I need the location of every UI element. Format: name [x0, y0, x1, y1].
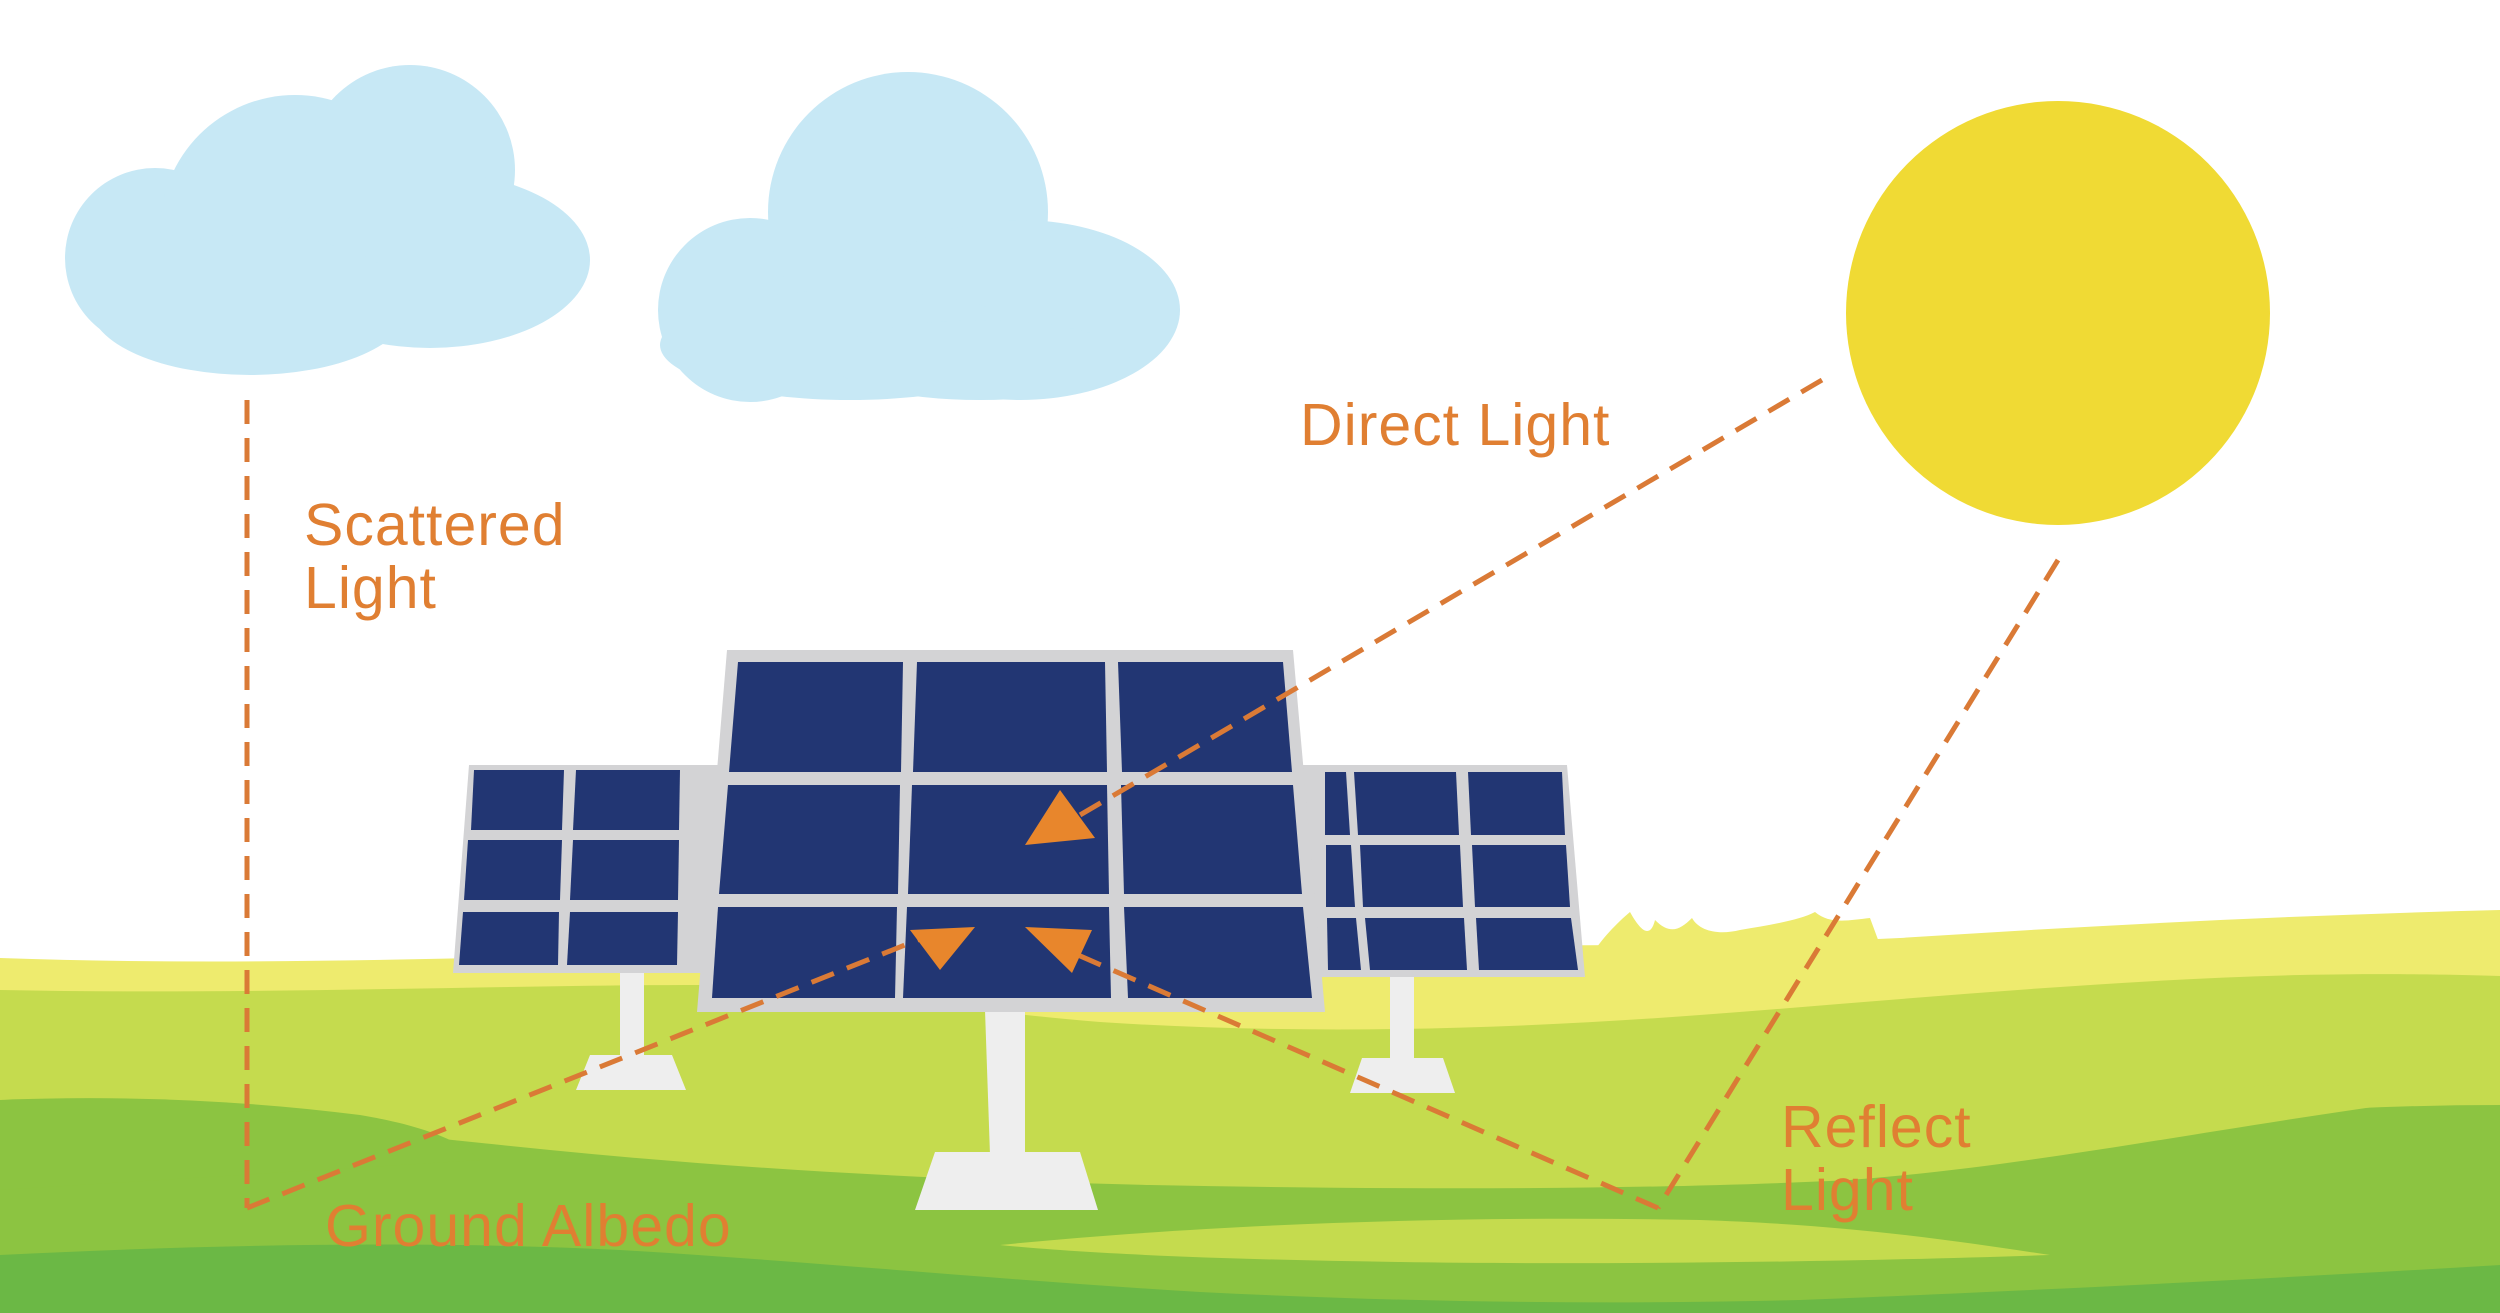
arrowheads	[910, 790, 1095, 973]
arrowhead-icon	[910, 927, 975, 970]
direct-light-label-text: Direct Light	[1300, 392, 1611, 458]
sun-icon	[1846, 101, 2270, 525]
cloud-icon	[658, 72, 1180, 402]
panel-cells	[712, 662, 1312, 998]
grass-right-shadow	[2150, 1081, 2500, 1118]
grass-left-bump	[0, 1098, 480, 1190]
scattered-light-label-line-1: Scattered	[304, 492, 566, 558]
arrowhead-icon	[1025, 927, 1092, 973]
solar-panel-icon	[453, 765, 735, 1090]
reflect-light-label-line-2: Light	[1781, 1157, 1914, 1223]
grass-front-highlight	[1000, 1218, 2050, 1264]
panel-stand	[576, 965, 686, 1090]
direct-light-ray	[1078, 377, 1824, 818]
grass-front-dark	[0, 1244, 2500, 1313]
cloud-icon	[65, 65, 590, 375]
ground-albedo-label-text: Ground Albedo	[325, 1193, 732, 1259]
scattered-light-label: Scattered Light	[304, 494, 566, 620]
panel-stand	[915, 1010, 1098, 1210]
panel-cells	[1325, 772, 1578, 970]
direct-light-label: Direct Light	[1300, 394, 1610, 457]
arrowhead-icon	[1025, 790, 1095, 845]
reflect-light-label: Reflect Light	[1781, 1096, 1972, 1222]
reflect-light-ray	[1655, 558, 2061, 1210]
ground-albedo-ray	[1054, 942, 1659, 1211]
scattered-light-label-line-2: Light	[304, 555, 437, 621]
ground-albedo-label: Ground Albedo	[325, 1195, 732, 1258]
reflect-light-label-line-1: Reflect	[1781, 1094, 1972, 1160]
panel-cells	[459, 770, 680, 965]
light-rays	[244, 377, 2061, 1211]
scattered-to-panel-ray	[246, 932, 931, 1211]
